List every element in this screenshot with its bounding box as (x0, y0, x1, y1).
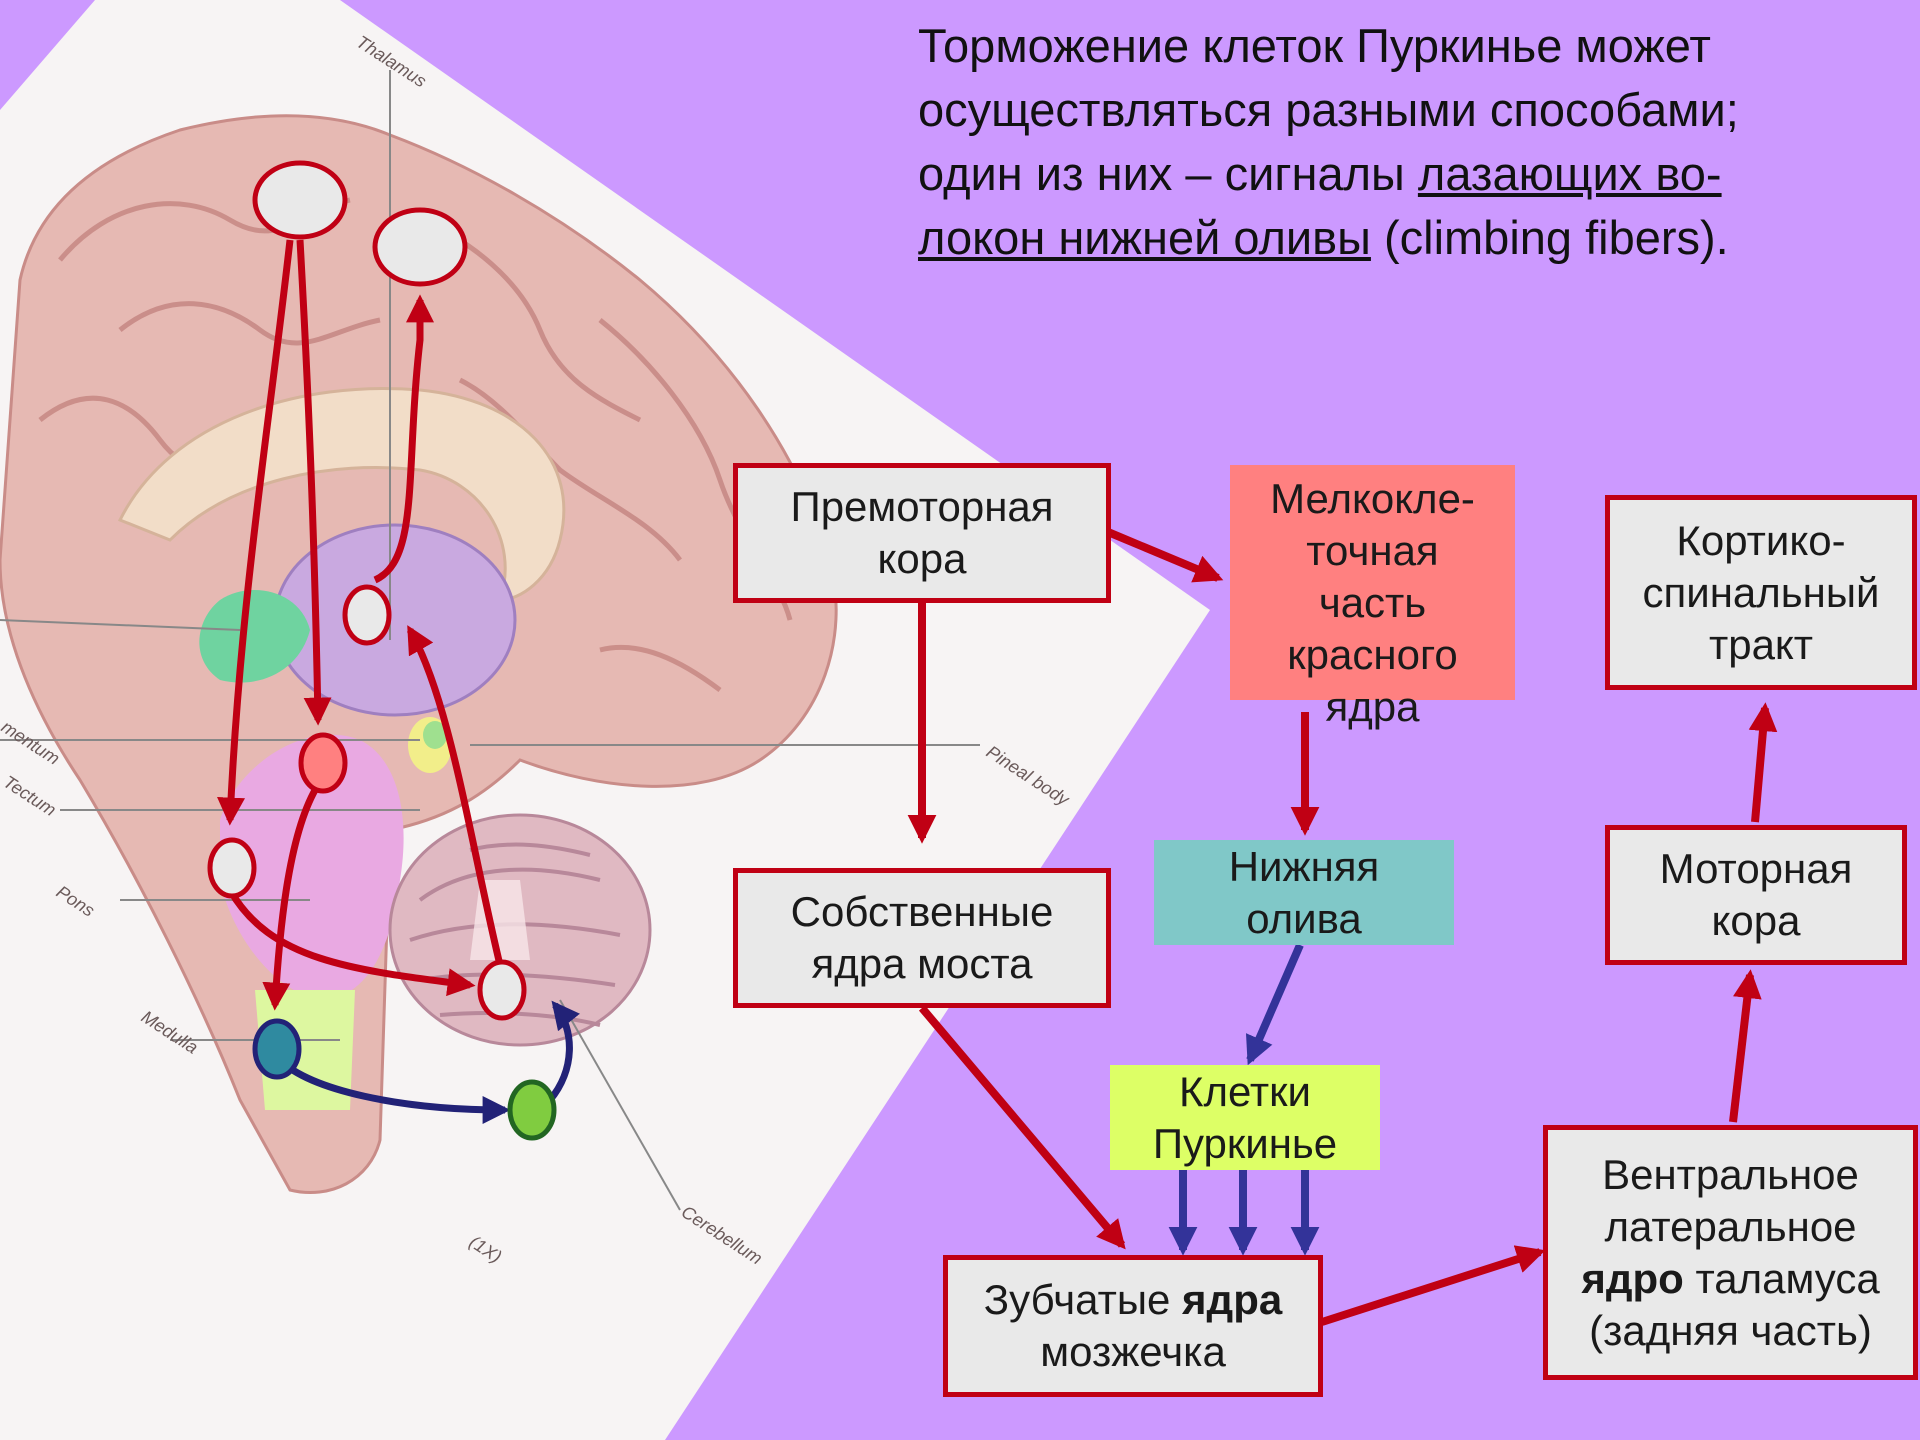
box-purkinje-line-1: Клетки (1153, 1066, 1337, 1118)
title-line-1: Торможение клеток Пуркинье может (918, 14, 1918, 78)
title-line-3-underlined: лазающих во- (1418, 147, 1722, 200)
box-red-nucleus-line-1: Мелкокле- (1270, 473, 1475, 525)
box-thalamus-line-1: Вентральное (1581, 1149, 1879, 1201)
box-red-nucleus-line-5: ядра (1270, 681, 1475, 733)
box-pons-line-1: Собственные (791, 886, 1054, 938)
box-corticospinal-tract: Кортико- спинальный тракт (1605, 495, 1917, 690)
box-thalamus-line-3: ядро таламуса (1581, 1253, 1879, 1305)
box-red-nucleus: Мелкокле- точная часть красного ядра (1230, 465, 1515, 700)
arrow-olive-to-purkinje (1250, 945, 1300, 1060)
arrow-thalamus-to-motor (1733, 975, 1750, 1122)
box-olive-line-1: Нижняя (1229, 841, 1380, 893)
box-corticospinal-line-2: спинальный (1643, 567, 1880, 619)
box-dentate-nuclei: Зубчатые ядра мозжечка (943, 1255, 1323, 1397)
box-dentate-line-1-bold: ядра (1182, 1276, 1282, 1323)
box-red-nucleus-line-3: часть (1270, 577, 1475, 629)
title-line-3-pre: один из них – сигналы (918, 147, 1418, 200)
box-motor-line-2: кора (1660, 895, 1853, 947)
box-thalamus-line-2: латеральное (1581, 1201, 1879, 1253)
box-pons-line-2: ядра моста (791, 938, 1054, 990)
box-corticospinal-line-1: Кортико- (1643, 515, 1880, 567)
title-line-2: осуществляться разными способами; (918, 78, 1918, 142)
box-motor-line-1: Моторная (1660, 843, 1853, 895)
arrow-premotor-to-rednucleus (1108, 532, 1218, 578)
box-pons-nuclei: Собственные ядра моста (733, 868, 1111, 1008)
box-premotor-line-1: Премоторная (791, 481, 1054, 533)
box-dentate-line-1: Зубчатые ядра (984, 1274, 1282, 1326)
arrow-motor-to-corticospinal (1755, 708, 1765, 822)
arrow-pons-to-dentate (922, 1008, 1122, 1245)
title-line-4: локон нижней оливы (climbing fibers). (918, 206, 1918, 270)
box-olive-line-2: олива (1229, 893, 1380, 945)
slide-title: Торможение клеток Пуркинье может осущест… (918, 14, 1918, 270)
box-thalamus-line-3-post: таламуса (1684, 1255, 1880, 1302)
box-thalamus-line-4: (задняя часть) (1581, 1305, 1879, 1357)
box-corticospinal-line-3: тракт (1643, 619, 1880, 671)
box-thalamus-line-3-bold: ядро (1581, 1255, 1683, 1302)
box-dentate-line-2: мозжечка (984, 1326, 1282, 1378)
box-red-nucleus-line-2: точная (1270, 525, 1475, 577)
box-premotor-line-2: кора (791, 533, 1054, 585)
box-dentate-line-1-pre: Зубчатые (984, 1276, 1182, 1323)
title-line-4-post: (climbing fibers). (1371, 211, 1729, 264)
box-ventral-lateral-thalamus: Вентральное латеральное ядро таламуса (з… (1543, 1125, 1918, 1380)
title-line-4-underlined: локон нижней оливы (918, 211, 1371, 264)
box-motor-cortex: Моторная кора (1605, 825, 1907, 965)
box-red-nucleus-line-4: красного (1270, 629, 1475, 681)
box-inferior-olive: Нижняя олива (1154, 840, 1454, 945)
box-premotor-cortex: Премоторная кора (733, 463, 1111, 603)
box-purkinje-line-2: Пуркинье (1153, 1118, 1337, 1170)
arrow-dentate-to-thalamus (1322, 1252, 1540, 1322)
box-purkinje-cells: Клетки Пуркинье (1110, 1065, 1380, 1170)
title-line-3: один из них – сигналы лазающих во- (918, 142, 1918, 206)
